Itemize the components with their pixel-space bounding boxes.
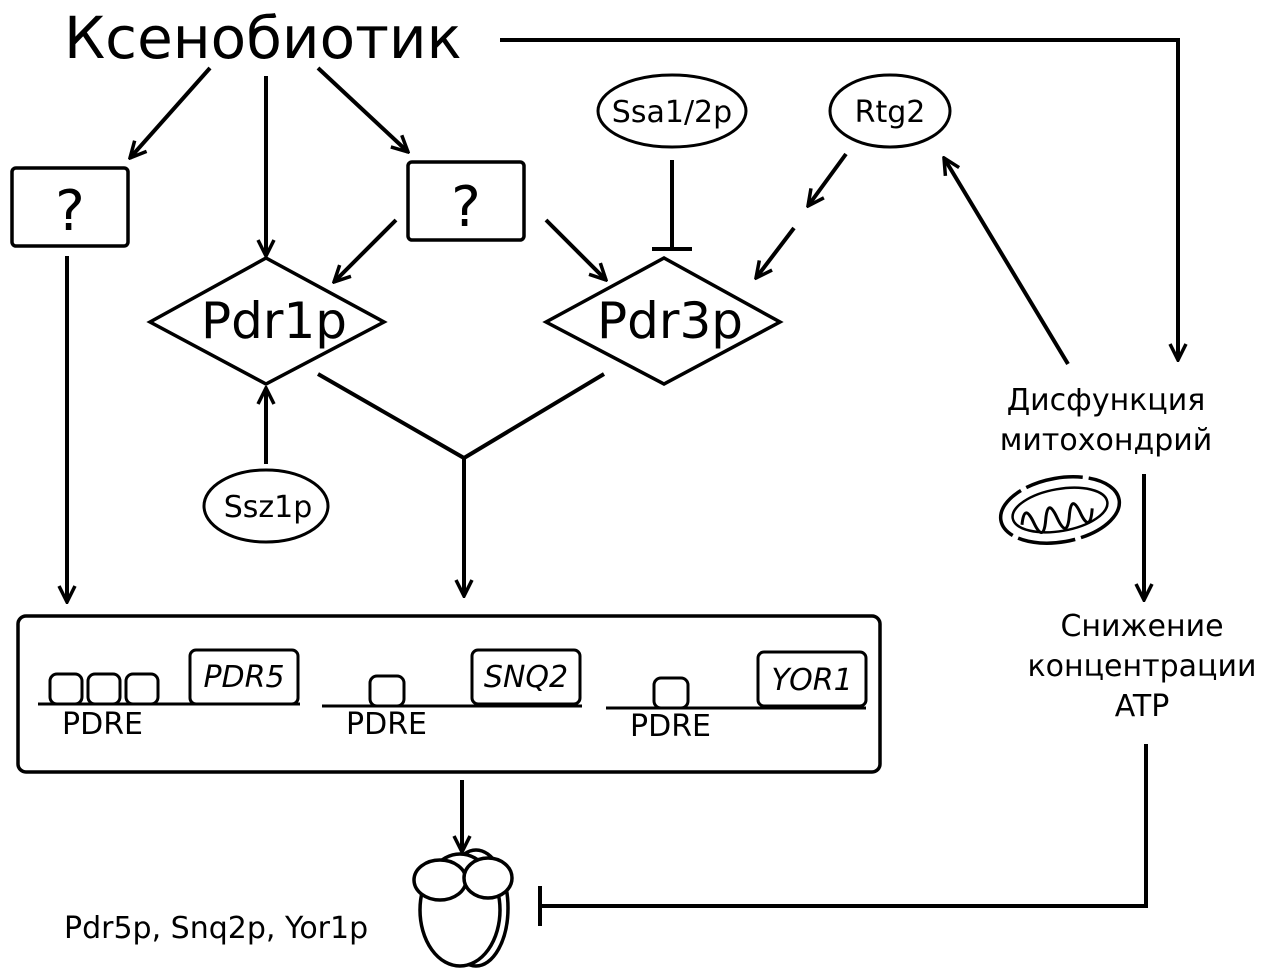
mitochondrion-icon xyxy=(995,468,1124,552)
arrow-xeno-to-unknown-left xyxy=(130,68,210,158)
unknown-factor-mid: ? xyxy=(408,162,524,240)
pdr1p-node: Pdr1p xyxy=(150,258,384,384)
ssz1p-node: Ssz1p xyxy=(204,470,328,542)
arrow-rtg2-to-pdr3p-segment-1 xyxy=(808,154,846,206)
ssa-label: Ssa1/2p xyxy=(612,95,732,130)
xenobiotic-label: Ксенобиотик xyxy=(64,4,462,72)
gene-yor1-name: YOR1 xyxy=(771,663,852,698)
gene-yor1-element: PDRE xyxy=(630,709,711,744)
gene-snq2-name: SNQ2 xyxy=(484,660,568,695)
arrow-unknown-mid-to-pdr1p xyxy=(334,220,396,282)
ssa-node: Ssa1/2p xyxy=(598,75,746,147)
ssz1p-label: Ssz1p xyxy=(224,490,313,525)
arrow-mito-to-rtg2 xyxy=(944,158,1068,364)
arrow-xeno-to-unknown-mid xyxy=(318,68,408,152)
arrow-rtg2-to-pdr3p-segment-2 xyxy=(756,228,794,278)
pdr3p-label: Pdr3p xyxy=(597,292,743,350)
unknown-mid-label: ? xyxy=(451,175,481,240)
rtg2-node: Rtg2 xyxy=(830,75,950,147)
convergence-lines xyxy=(318,374,604,458)
atp-label-line3: ATP xyxy=(1115,689,1170,724)
unknown-left-label: ? xyxy=(55,179,85,244)
transporters-label: Pdr5p, Snq2p, Yor1p xyxy=(64,911,368,946)
pdr3p-node: Pdr3p xyxy=(546,258,780,384)
gene-snq2-element: PDRE xyxy=(346,707,427,742)
gene-pdr5-element: PDRE xyxy=(62,707,143,742)
gene-pdr5-name: PDR5 xyxy=(203,660,284,695)
pdr1p-label: Pdr1p xyxy=(201,292,347,350)
transporter-icon xyxy=(414,850,512,966)
rtg2-label: Rtg2 xyxy=(855,95,926,130)
atp-label-line2: концентрации xyxy=(1028,649,1257,684)
mito-label-line1: Дисфункция xyxy=(1007,383,1206,418)
mito-label-line2: митохондрий xyxy=(1000,423,1212,458)
arrow-unknown-mid-to-pdr3p xyxy=(546,220,606,280)
atp-label-line1: Снижение xyxy=(1060,609,1223,644)
unknown-factor-left: ? xyxy=(12,168,128,246)
